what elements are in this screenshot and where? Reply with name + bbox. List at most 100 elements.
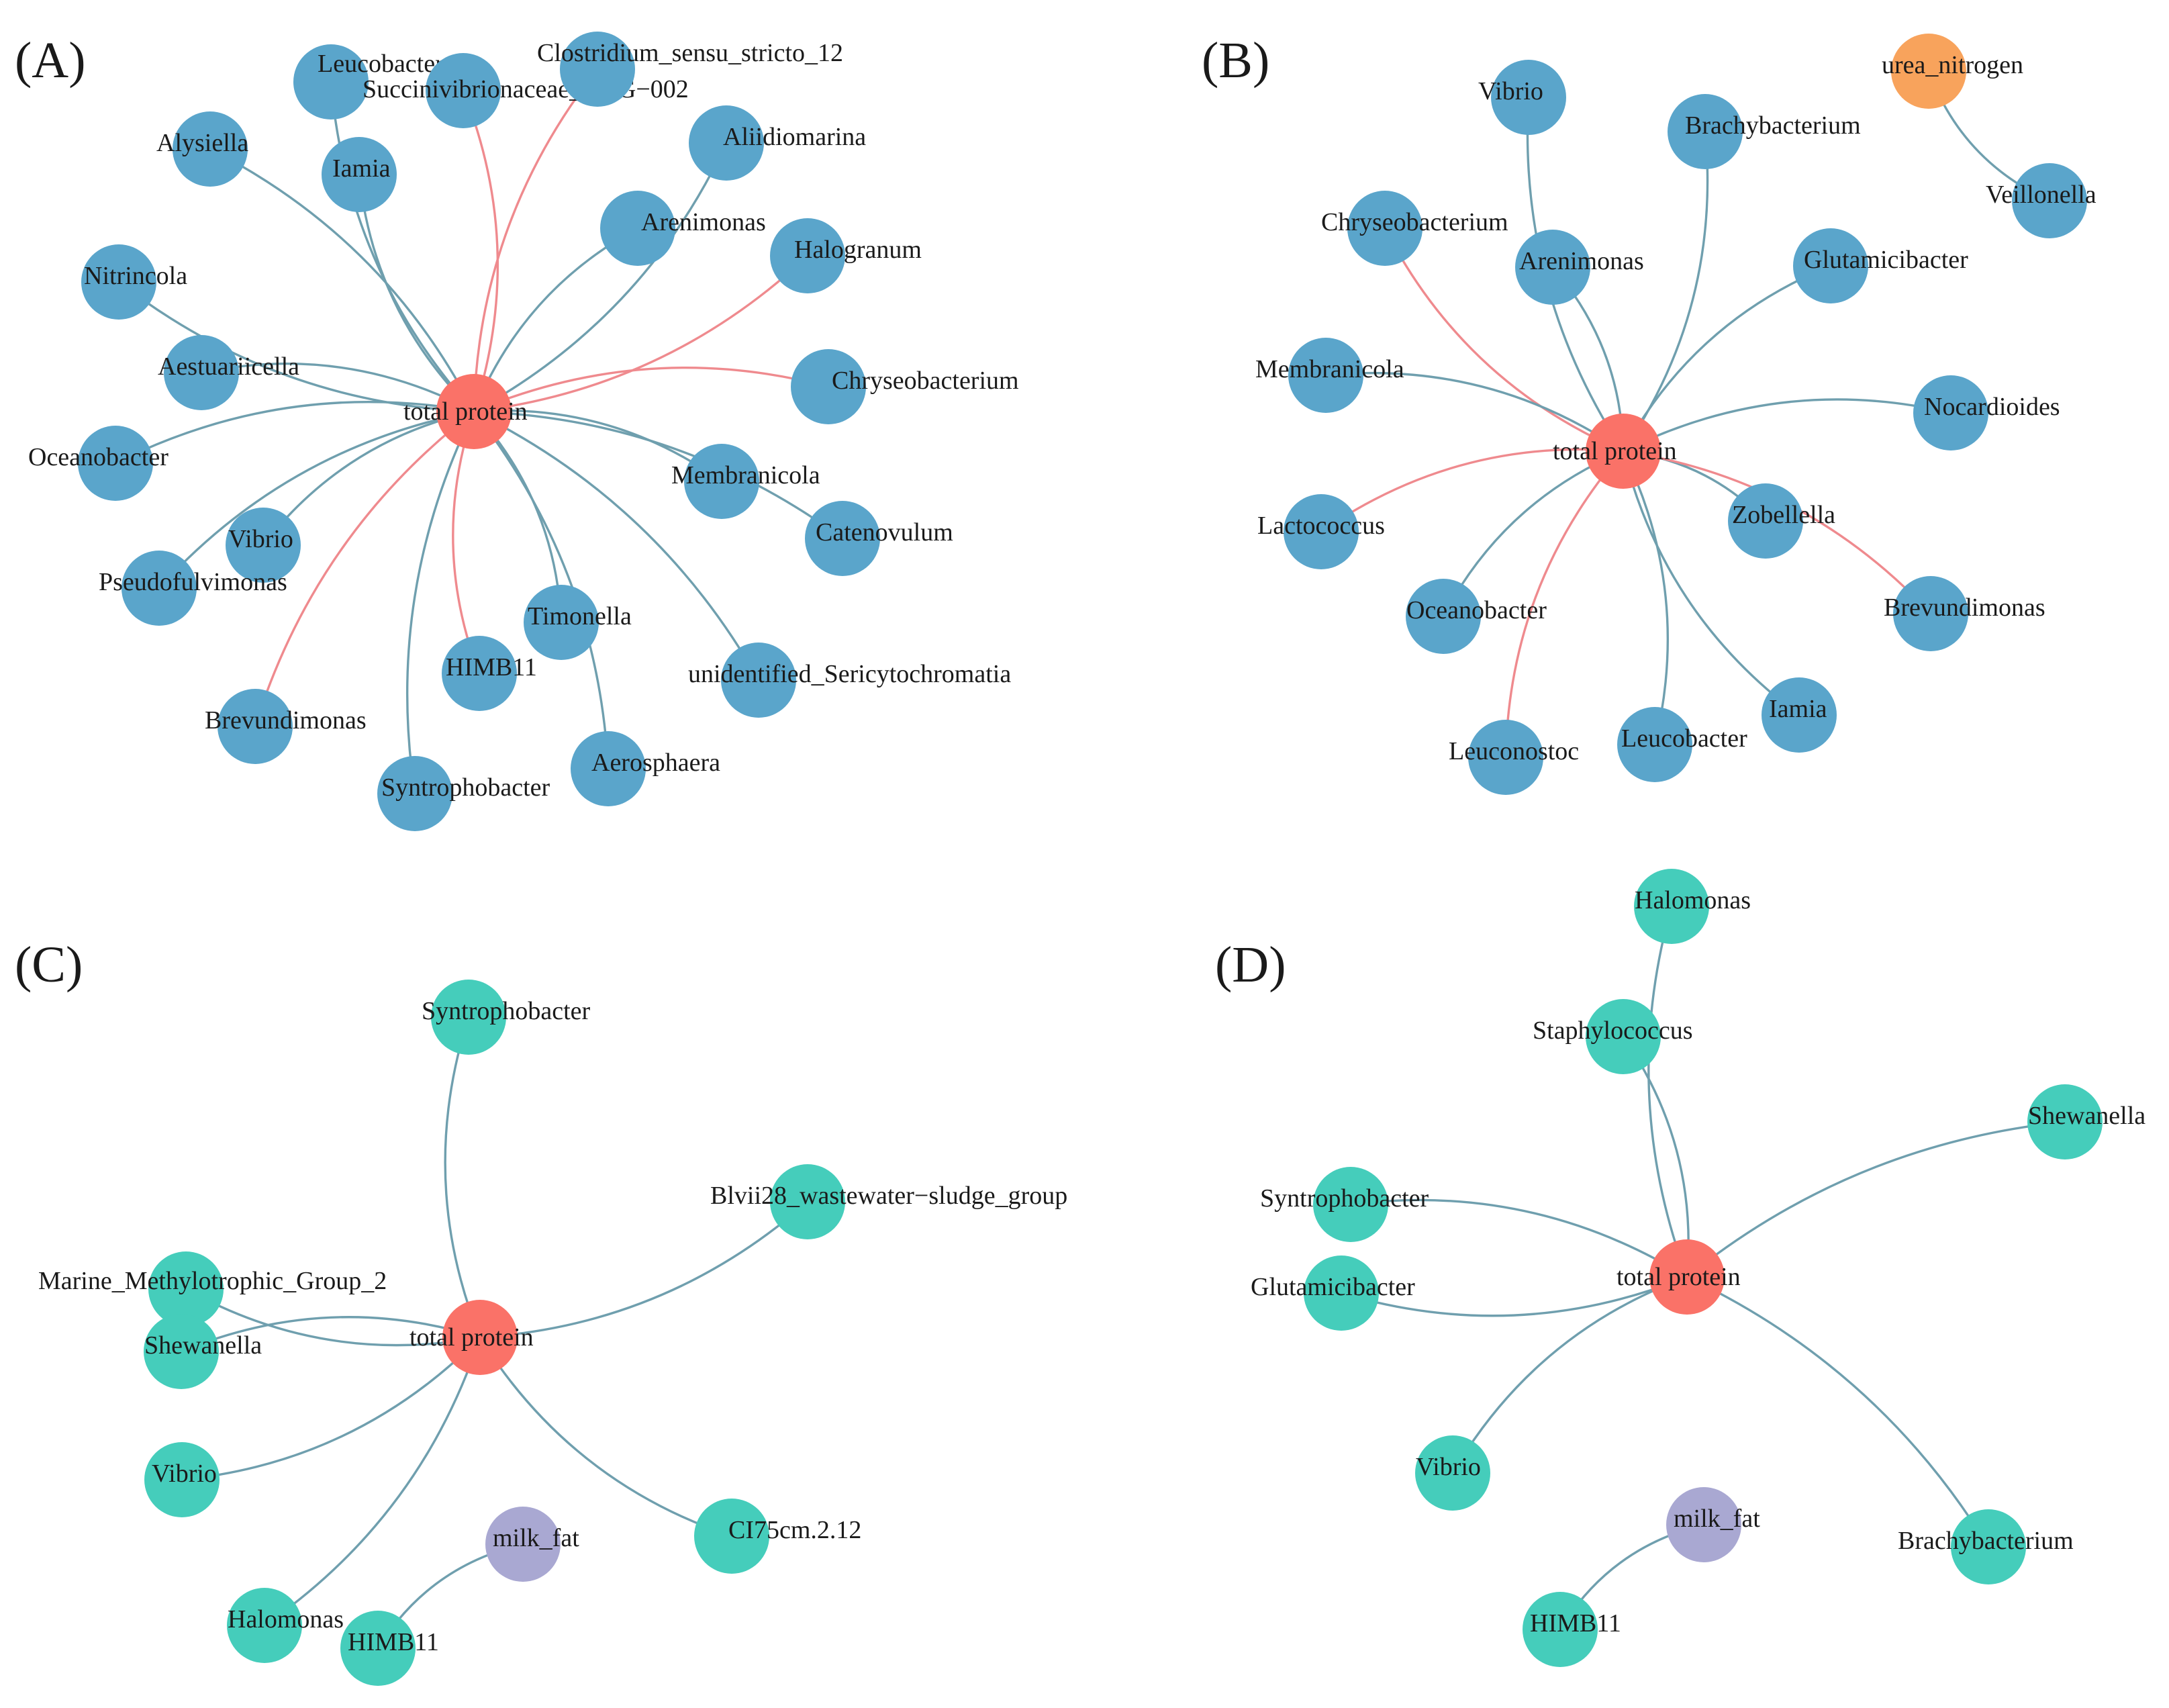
taxon-node: Pseudofulvimonas (99, 551, 287, 626)
node-label: Halogranum (794, 236, 922, 264)
node-label: Staphylococcus (1533, 1016, 1693, 1045)
node-circle (560, 32, 635, 107)
node-label: Catenovulum (816, 518, 953, 547)
edge (117, 281, 475, 413)
node-label: Leuconostoc (1449, 737, 1579, 765)
taxon-node: Arenimonas (1515, 230, 1644, 305)
node-circle (600, 191, 675, 266)
node-circle (571, 731, 646, 806)
node-circle (1347, 191, 1423, 266)
edge (473, 367, 829, 413)
node-circle (1523, 1592, 1598, 1667)
edge (1622, 450, 1670, 745)
node-label: Halomonas (1635, 886, 1751, 914)
edge-layer (1341, 906, 2066, 1630)
node-circle (1617, 707, 1692, 782)
node-label: Pseudofulvimonas (99, 568, 287, 596)
node-label: HIMB11 (1530, 1609, 1621, 1638)
node-label: Vibrio (228, 525, 293, 553)
edge (473, 410, 610, 769)
node-label: Chryseobacterium (832, 367, 1019, 395)
taxon-node: Halomonas (227, 1588, 344, 1663)
node-label: Brevundimonas (205, 706, 367, 734)
edge (181, 1316, 481, 1353)
taxon-node: Aerosphaera (571, 731, 720, 806)
hub-node-total-protein: total protein (409, 1300, 534, 1375)
node-label: Leucobacter (318, 50, 444, 78)
taxon-node: Brevundimonas (205, 689, 367, 764)
panel-c: (C) SyntrophobacterBlvii28_wastewater−sl… (15, 937, 1067, 1686)
taxon-node: Oceanobacter (1406, 579, 1547, 654)
edge (1647, 906, 1688, 1278)
taxon-node: Brevundimonas (1884, 576, 2045, 651)
node-label: Aestuariicella (158, 352, 299, 381)
node-label: Arenimonas (641, 208, 766, 236)
node-circle (1586, 999, 1661, 1074)
taxon-node: Syntrophobacter (1260, 1167, 1429, 1242)
taxon-node: Syntrophobacter (377, 756, 550, 831)
taxon-node: Timonella (524, 585, 632, 660)
node-label: Aerosphaera (591, 749, 720, 777)
node-circle (78, 426, 153, 501)
node-circle (1728, 483, 1803, 559)
node-circle (173, 111, 248, 187)
node-label: total protein (1553, 437, 1677, 465)
edge (473, 142, 728, 413)
node-circle (218, 689, 293, 764)
node-label: Membranicola (1255, 355, 1404, 383)
node-label: Iamia (332, 154, 391, 183)
node-circle (2012, 163, 2087, 238)
node-label: HIMB11 (348, 1628, 439, 1656)
node-circle (1666, 1487, 1741, 1562)
node-circle (1586, 414, 1661, 489)
node-circle (694, 1499, 769, 1574)
node-label: Syntrophobacter (422, 997, 591, 1025)
node-circle (1468, 720, 1543, 795)
node-circle (322, 137, 397, 212)
node-circle (431, 980, 506, 1055)
node-label: milk_fat (1674, 1505, 1760, 1533)
panel-label: (B) (1202, 32, 1269, 89)
panel-label: (A) (15, 32, 86, 89)
node-label: milk_fat (493, 1524, 579, 1552)
edge (473, 410, 760, 681)
taxon-node: Shewanella (2027, 1084, 2146, 1159)
node-label: total protein (409, 1323, 534, 1351)
taxon-node: Glutamicibacter (1251, 1255, 1415, 1331)
node-circle (770, 218, 845, 293)
node-circle (436, 374, 512, 449)
node-label: CI75cm.2.12 (728, 1516, 861, 1544)
node-circle (1668, 94, 1743, 169)
node-label: Oceanobacter (28, 443, 168, 471)
edge (1622, 265, 1831, 452)
taxon-node: Lactococcus (1257, 494, 1385, 569)
edge (1686, 1121, 2066, 1278)
edge (1384, 228, 1624, 453)
node-label: Shewanella (2028, 1102, 2146, 1130)
edge (473, 68, 599, 412)
taxon-node: Chryseobacterium (1321, 191, 1508, 266)
node-label: urea_nitrogen (1882, 51, 2023, 79)
node-circle (442, 1300, 518, 1375)
node-label: Glutamicibacter (1804, 246, 1968, 274)
node-circle (524, 585, 599, 660)
taxon-node: Vibrio (1478, 60, 1566, 135)
taxon-node: Membranicola (1255, 338, 1404, 413)
taxon-node: Blvii28_wastewater−sludge_group (710, 1164, 1067, 1239)
edge (264, 1337, 481, 1627)
edge (1325, 371, 1624, 453)
node-label: Chryseobacterium (1321, 208, 1508, 236)
node-label: Syntrophobacter (1260, 1184, 1429, 1213)
edge (462, 90, 499, 412)
node-label: Alysiella (156, 129, 248, 157)
node-circle (1406, 579, 1481, 654)
node-label: Zobellella (1732, 501, 1835, 529)
node-label: Timonella (528, 602, 632, 630)
panel-a: (A) LeucobacterSuccinivibrionaceae_UCG−0… (15, 32, 1019, 831)
taxon-node: Zobellella (1728, 483, 1835, 559)
node-circle (1762, 677, 1837, 753)
node-circle (1634, 869, 1709, 944)
taxon-node: Brachybacterium (1668, 94, 1861, 169)
node-circle (148, 1251, 224, 1327)
taxon-node: Halomonas (1634, 869, 1751, 944)
